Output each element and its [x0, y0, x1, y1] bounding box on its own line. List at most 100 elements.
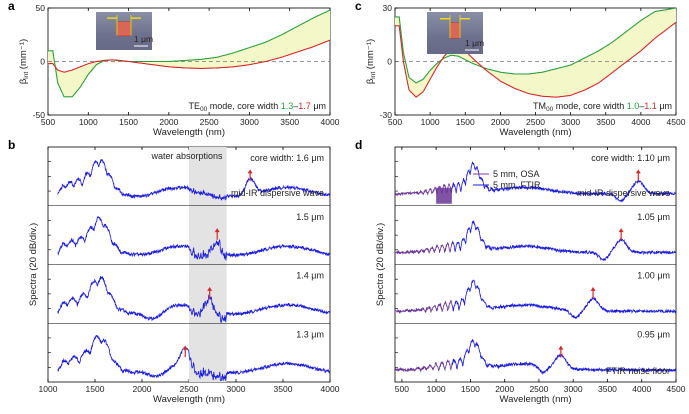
panel-a-xtick-label: 4000	[321, 117, 340, 127]
panel-c-ylabel: βint (mm⁻¹)	[365, 39, 377, 84]
panel-b-xtick-label: 1500	[86, 384, 105, 394]
panel-a-inset-waveguide-core	[116, 21, 132, 37]
panel-b-xtick-label: 1000	[39, 384, 58, 394]
panel-a-mode-annotation: TE00 mode, core width 1.3–1.7 μm	[188, 101, 326, 113]
panel-d-legend-entry: 5 mm, OSA	[493, 169, 540, 179]
panel-a-xtick-label: 1500	[119, 117, 138, 127]
panel-c-xtick-label: 500	[388, 117, 402, 127]
panel-a-plot	[48, 9, 330, 98]
panel-b-xtick-label: 4000	[321, 384, 340, 394]
panel-d-trace-osa	[395, 299, 454, 314]
panel-a-xtick-label: 1000	[79, 117, 98, 127]
panel-a-xtick-label: 3000	[240, 117, 259, 127]
panel-d-xtick-label: 4500	[667, 384, 686, 394]
panel-c-ytick-label: 0	[387, 57, 392, 67]
panel-a-xtick-label: 3500	[280, 117, 299, 127]
panel-d-xtick-label: 3500	[598, 384, 617, 394]
panel-b-xtick-label: 3500	[274, 384, 293, 394]
panel-b-trace	[57, 158, 330, 201]
panel-b-trace-label: 1.4 μm	[296, 271, 324, 281]
panel-d-ylabel: Spectra (20 dB/div.)	[375, 223, 386, 306]
panel-c-xtick-label: 1500	[456, 117, 475, 127]
panel-d-trace	[451, 339, 676, 376]
panel-d-dispersive-wave-label: mid-IR dispersive wave	[577, 188, 670, 198]
panel-d-panel-letter: d	[355, 138, 362, 152]
panel-d-trace-label: 0.95 μm	[637, 329, 670, 339]
panel-a-xtick-label: 2000	[159, 117, 178, 127]
panel-d-trace-osa	[395, 240, 454, 255]
panel-b-xlabel: Wavelength (nm)	[153, 394, 225, 405]
panel-a-ytick-label: 50	[36, 3, 46, 13]
panel-d-dispersive-wave-arrowhead	[618, 228, 624, 233]
panel-d-xtick-label: 1000	[427, 384, 446, 394]
panel-a-xtick-label: 2500	[200, 117, 219, 127]
panel-a-ytick-label: -50	[33, 110, 46, 120]
panel-d-xtick-label: 2000	[495, 384, 514, 394]
panel-c-xtick-label: 4000	[631, 117, 650, 127]
panel-c-ytick-label: 30	[383, 3, 393, 13]
panel-b-xtick-label: 2000	[133, 384, 152, 394]
panel-d-xtick-label: 500	[395, 384, 409, 394]
panel-a-sem-inset: 1 μm	[96, 12, 153, 50]
panel-a-xtick-label: 500	[41, 117, 55, 127]
panel-c-mode-annotation: TM00 mode, core width 1.0–1.1 μm	[533, 101, 672, 113]
panel-a-series-green	[48, 9, 330, 98]
panel-a-shaded-region	[48, 10, 330, 97]
panel-a-series-red	[48, 39, 330, 73]
panel-d-xtick-label: 1500	[461, 384, 480, 394]
panel-a-panel-letter: a	[8, 0, 15, 13]
panel-c-xtick-label: 3500	[596, 117, 615, 127]
panel-b-band-label: water absorptions	[150, 151, 223, 161]
panel-b-trace-label: 1.3 μm	[296, 329, 324, 339]
panel-d-trace	[451, 279, 676, 320]
panel-c-xtick-label: 1000	[421, 117, 440, 127]
panel-d-dispersive-wave-arrowhead	[558, 345, 564, 350]
panel-d-trace	[451, 220, 676, 261]
panel-c-xtick-label: 2000	[491, 117, 510, 127]
panel-b-panel-letter: b	[8, 138, 15, 152]
panel-c-sem-inset: 1 μm	[427, 12, 484, 54]
panel-b-trace	[57, 275, 330, 323]
panel-c-xtick-label: 4500	[667, 117, 686, 127]
panel-b-trace-label: core width: 1.6 μm	[250, 153, 324, 163]
panel-d-legend-entry: 5 mm, FTIR	[493, 180, 541, 190]
panel-c-xtick-label: 3000	[561, 117, 580, 127]
panel-b-plot: water absorptions core width: 1.6 μm 1.5 μ…	[48, 147, 330, 382]
panel-b-trace-label: 1.5 μm	[296, 212, 324, 222]
panel-c-panel-letter: c	[355, 0, 362, 13]
panel-d-trace-label: 1.00 μm	[637, 271, 670, 281]
panel-c-shaded-region	[395, 8, 676, 98]
panel-d-trace-label: 1.05 μm	[637, 212, 670, 222]
panel-b-dispersive-wave-arrowhead	[247, 169, 253, 174]
panel-a-xlabel: Wavelength (nm)	[153, 127, 225, 138]
panel-b-xtick-label: 2500	[180, 384, 199, 394]
panel-d-noise-floor-label: FTIR noise floor	[606, 366, 670, 376]
panel-c-xtick-label: 2500	[526, 117, 545, 127]
panel-d-osa-noise-block	[436, 187, 452, 204]
panel-d-xlabel: Wavelength (nm)	[500, 394, 572, 405]
panel-d-trace-label: core width: 1.10 μm	[591, 153, 670, 163]
panel-b-dispersive-wave-arrowhead	[214, 228, 220, 233]
panel-d-dispersive-wave-arrowhead	[635, 169, 641, 174]
panel-c-inset-substrate	[427, 35, 483, 54]
panel-b-dispersive-wave-label: mid-IR dispersive wave	[231, 188, 324, 198]
panel-d-plot: core width: 1.10 μm 1.05 μm 1.00 μm 0.95 μm…	[395, 153, 676, 376]
panel-d-trace-osa	[395, 183, 454, 197]
panel-c-xlabel: Wavelength (nm)	[500, 127, 572, 138]
panel-b-trace	[57, 215, 330, 261]
panel-c-series-red	[395, 21, 676, 98]
panel-b-trace	[57, 334, 330, 381]
panel-c-plot	[395, 8, 676, 98]
panel-d-trace-osa	[395, 359, 454, 373]
panel-a-inset-scale-label: 1 μm	[134, 34, 153, 44]
panel-d-dispersive-wave-arrowhead	[590, 286, 596, 291]
panel-b-dispersive-wave-arrowhead	[207, 286, 213, 291]
panel-b-dispersive-wave-arrowhead	[182, 345, 188, 350]
panel-c-inset-scale-label: 1 μm	[465, 38, 484, 48]
panel-a-ytick-label: 0	[40, 57, 45, 67]
panel-b-xtick-label: 3000	[227, 384, 246, 394]
